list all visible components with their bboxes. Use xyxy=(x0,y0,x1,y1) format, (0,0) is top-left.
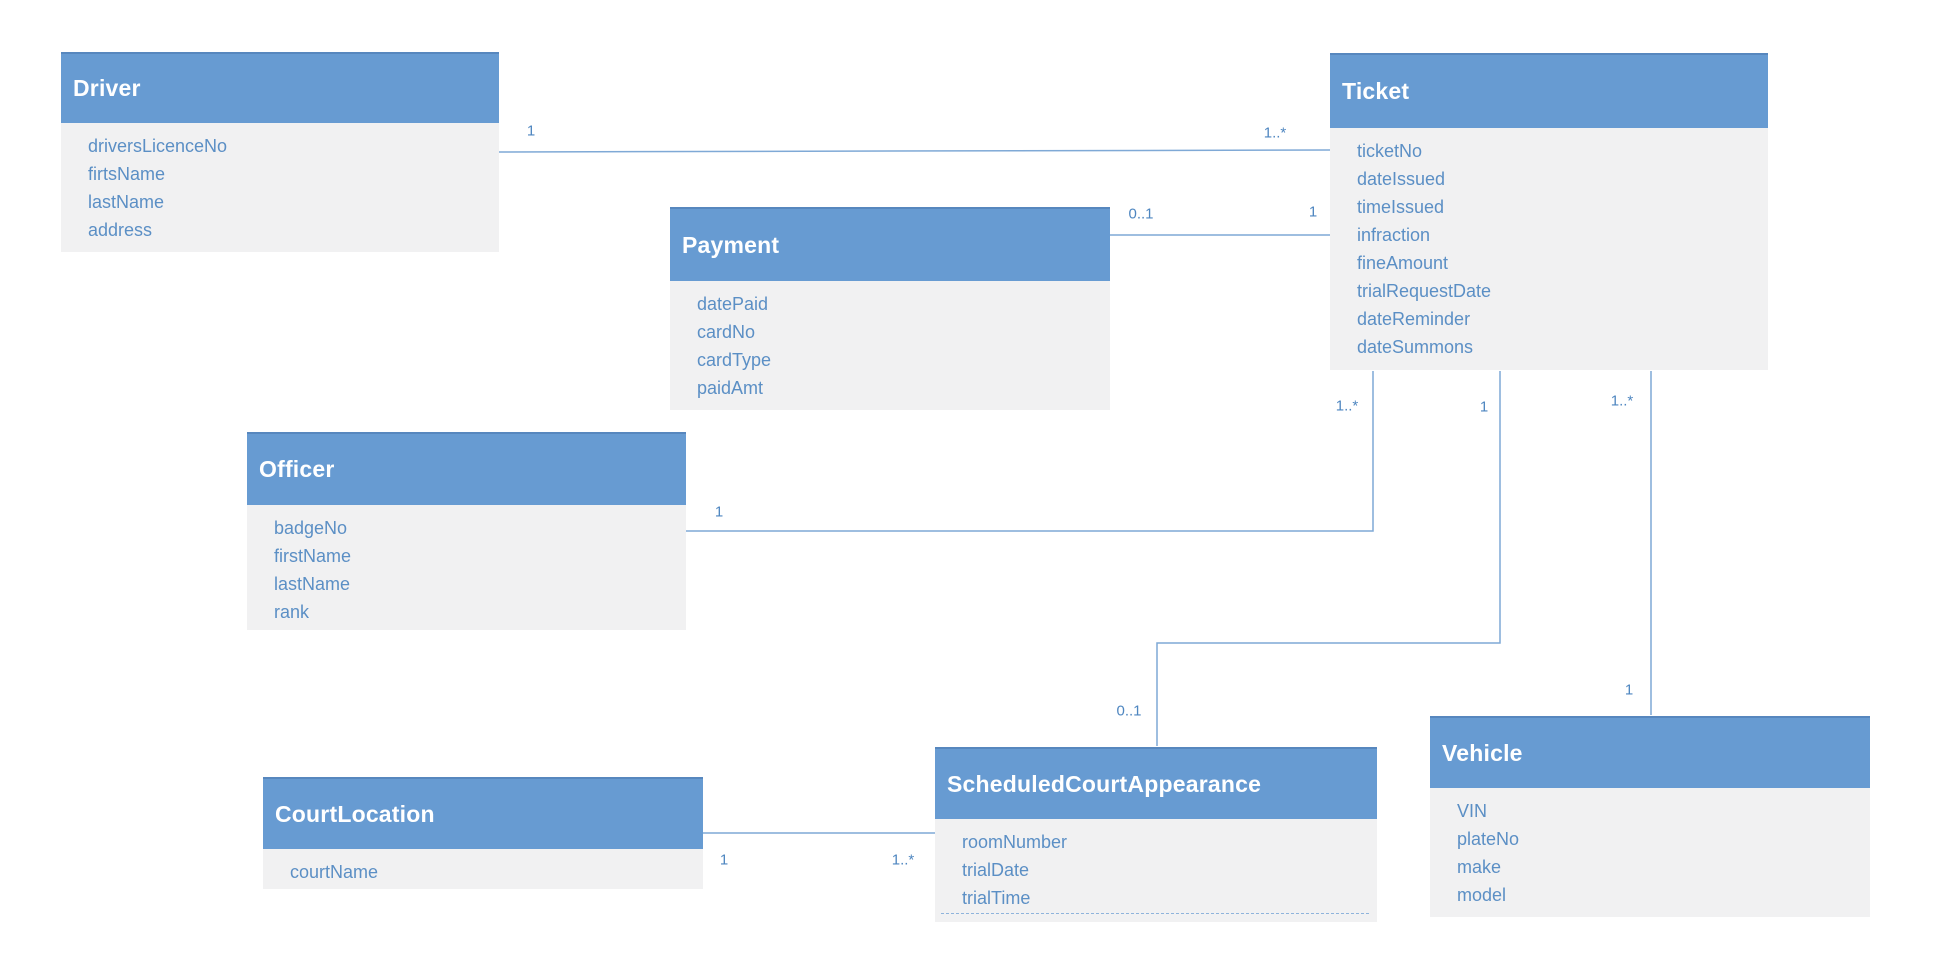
multiplicity-ticket-scheduledcourtappearance-from: 1 xyxy=(1479,398,1489,416)
attribute-item: courtName xyxy=(290,862,379,882)
attribute-item: roomNumber xyxy=(962,832,1068,852)
attribute-item: cardType xyxy=(697,350,772,370)
multiplicity-payment-ticket-to: 1 xyxy=(1308,203,1318,221)
attribute-item: plateNo xyxy=(1457,829,1520,849)
attribute-item: rank xyxy=(274,602,310,622)
class-attributes: courtName xyxy=(263,849,703,889)
attribute-item: model xyxy=(1457,885,1507,905)
class-title: CourtLocation xyxy=(275,800,435,827)
attribute-item: trialTime xyxy=(962,888,1031,908)
attribute-item: ticketNo xyxy=(1357,141,1423,161)
class-box-payment[interactable]: Payment datePaid cardNo cardType paidAmt xyxy=(670,207,1110,410)
attribute-item: lastName xyxy=(274,574,351,594)
attribute-item: fineAmount xyxy=(1357,253,1449,273)
class-title: Driver xyxy=(73,75,141,101)
attribute-item: driversLicenceNo xyxy=(88,136,228,156)
attribute-item: VIN xyxy=(1457,801,1488,821)
attribute-item: dateIssued xyxy=(1357,169,1446,189)
attribute-item: paidAmt xyxy=(697,378,764,398)
multiplicity-driver-ticket-to: 1..* xyxy=(1263,124,1287,142)
class-header: Officer xyxy=(247,432,686,505)
attribute-item: cardNo xyxy=(697,322,756,342)
dashed-line xyxy=(941,913,1369,914)
class-attributes: driversLicenceNo firtsName lastName address xyxy=(61,123,499,252)
class-box-officer[interactable]: Officer badgeNo firstName lastName rank xyxy=(247,432,686,630)
connector-ticket-scheduledcourtappearance[interactable] xyxy=(1156,371,1501,746)
class-attributes: roomNumber trialDate trialTime xyxy=(935,819,1377,922)
attribute-item: trialRequestDate xyxy=(1357,281,1492,301)
class-title: Payment xyxy=(682,231,780,258)
attribute-item: address xyxy=(88,220,153,240)
multiplicity-ticket-vehicle-from: 1..* xyxy=(1610,392,1634,410)
class-box-scheduledcourtappearance[interactable]: ScheduledCourtAppearance roomNumber trialD… xyxy=(935,747,1377,922)
attribute-item: firtsName xyxy=(88,164,166,184)
class-header: ScheduledCourtAppearance xyxy=(935,747,1377,819)
class-header: CourtLocation xyxy=(263,777,703,849)
class-box-courtlocation[interactable]: CourtLocation courtName xyxy=(263,777,703,889)
connector-officer-ticket[interactable] xyxy=(686,371,1374,532)
class-header: Vehicle xyxy=(1430,716,1870,788)
attribute-item: timeIssued xyxy=(1357,197,1445,217)
multiplicity-payment-ticket-from: 0..1 xyxy=(1128,205,1154,223)
attribute-item: dateSummons xyxy=(1357,337,1474,357)
class-title: Ticket xyxy=(1342,78,1410,104)
class-box-ticket[interactable]: Ticket ticketNo dateIssued timeIssued infrac… xyxy=(1330,53,1768,370)
class-title: Vehicle xyxy=(1442,739,1523,766)
multiplicity-driver-ticket-from: 1 xyxy=(526,122,536,140)
class-title: ScheduledCourtAppearance xyxy=(947,770,1262,797)
class-header: Ticket xyxy=(1330,53,1768,128)
class-attributes: ticketNo dateIssued timeIssued infraction fi… xyxy=(1330,128,1768,370)
attribute-item: infraction xyxy=(1357,225,1431,245)
multiplicity-courtlocation-scheduledcourtappearance-to: 1..* xyxy=(891,851,915,869)
multiplicity-ticket-scheduledcourtappearance-to: 0..1 xyxy=(1116,702,1142,720)
multiplicity-courtlocation-scheduledcourtappearance-from: 1 xyxy=(719,851,729,869)
attribute-item: badgeNo xyxy=(274,518,348,538)
class-attributes: VIN plateNo make model xyxy=(1430,788,1870,917)
multiplicity-officer-ticket-from: 1 xyxy=(714,503,724,521)
attribute-item: datePaid xyxy=(697,294,769,314)
class-attributes: datePaid cardNo cardType paidAmt xyxy=(670,281,1110,410)
attribute-item: trialDate xyxy=(962,860,1030,880)
class-header: Driver xyxy=(61,52,499,123)
multiplicity-ticket-vehicle-to: 1 xyxy=(1624,681,1634,699)
attribute-item: lastName xyxy=(88,192,165,212)
class-attributes: badgeNo firstName lastName rank xyxy=(247,505,686,630)
attribute-item: firstName xyxy=(274,546,352,566)
multiplicity-officer-ticket-to: 1..* xyxy=(1335,397,1359,415)
class-title: Officer xyxy=(259,456,335,482)
class-box-driver[interactable]: Driver driversLicenceNo firtsName lastName a… xyxy=(61,52,499,252)
connector-driver-ticket[interactable] xyxy=(498,149,1331,153)
class-header: Payment xyxy=(670,207,1110,281)
attribute-item: dateReminder xyxy=(1357,309,1471,329)
attribute-item: make xyxy=(1457,857,1502,877)
